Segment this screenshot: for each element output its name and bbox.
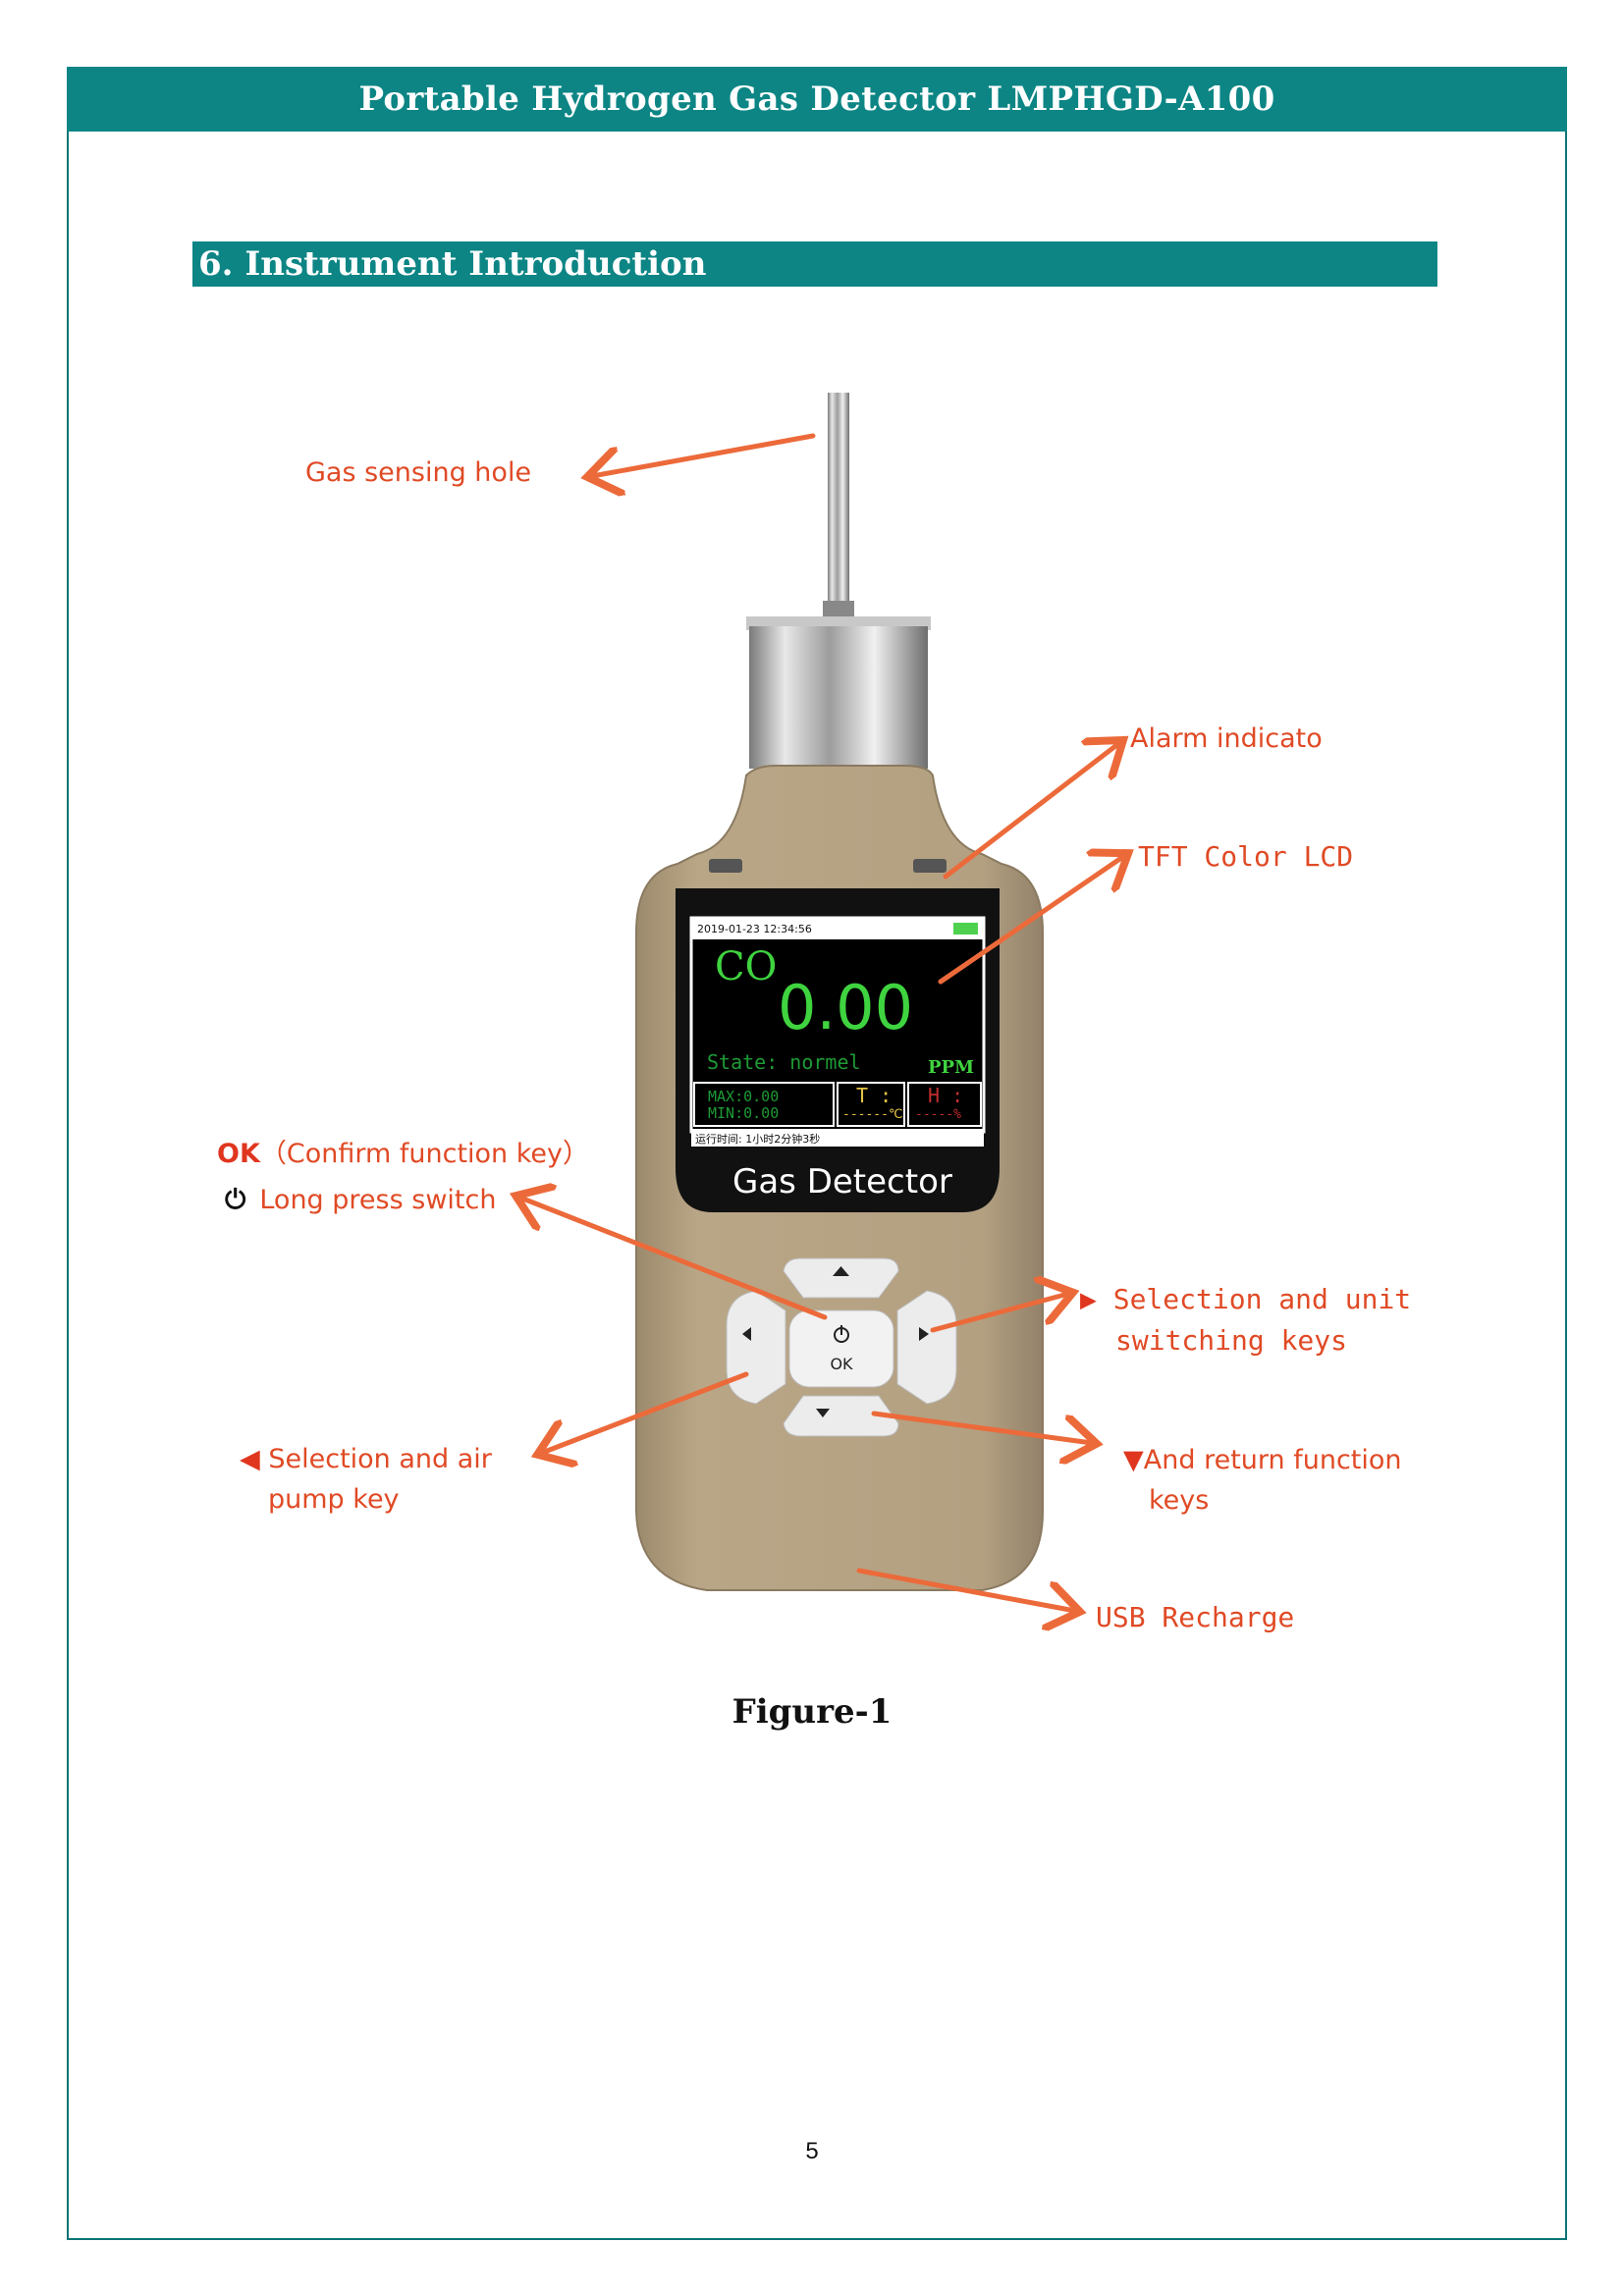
label-tft-lcd: TFT Color LCD	[1138, 840, 1354, 873]
screen-max: MAX:0.00	[708, 1088, 780, 1105]
section-title: 6. Instrument Introduction	[198, 244, 707, 284]
triangle-right-icon: ▶	[1080, 1283, 1097, 1315]
power-icon: ⏻	[225, 1185, 246, 1215]
device-brand: Gas Detector	[732, 1162, 952, 1201]
arrow-left-key	[542, 1371, 749, 1453]
screen-datetime: 2019-01-23 12:34:56	[697, 923, 812, 935]
page-number: 5	[805, 2138, 819, 2164]
screen-unit: PPM	[928, 1057, 974, 1078]
power-text: Long press switch	[259, 1185, 497, 1215]
right-key-line1: Selection and unit	[1112, 1283, 1412, 1315]
page-frame	[67, 67, 1567, 2240]
ok-key-prefix: OK	[217, 1139, 260, 1169]
screen-temp-label: T :	[856, 1084, 893, 1107]
label-alarm-indicator: Alarm indicato	[1130, 723, 1323, 754]
arrow-lcd	[938, 856, 1124, 985]
down-key-line1: And return function	[1143, 1445, 1402, 1475]
label-power-switch: ⏻ Long press switch	[225, 1181, 496, 1221]
screen-humid-label: H :	[928, 1084, 964, 1107]
arrow-down-key	[871, 1411, 1092, 1443]
gas-probe	[746, 393, 931, 769]
svg-text:OK: OK	[830, 1355, 853, 1373]
screen-gas: CO	[715, 944, 778, 989]
screen-reading: 0.00	[778, 972, 914, 1043]
left-key-line2: pump key	[268, 1483, 400, 1515]
section-heading: 6. Instrument Introduction	[192, 241, 1437, 287]
screen-state: State: normel	[707, 1050, 861, 1074]
screen-runtime: 运行时间: 1小时2分钟3秒	[695, 1133, 821, 1146]
callout-arrows	[520, 433, 1124, 1611]
label-usb: USB Recharge	[1096, 1601, 1295, 1633]
triangle-left-icon: ◀	[240, 1444, 260, 1474]
arrow-usb	[856, 1568, 1075, 1611]
arrow-right-key	[930, 1294, 1068, 1333]
figure-caption: Figure-1	[731, 1692, 893, 1732]
keypad: OK	[726, 1257, 957, 1437]
arrow-alarm	[943, 743, 1119, 880]
down-key-line2: keys	[1149, 1484, 1210, 1516]
left-key-line1: Selection and air	[268, 1444, 492, 1474]
device-body	[635, 765, 1044, 1591]
screen-temp-value: ------℃	[842, 1107, 903, 1122]
label-left-key: ◀ Selection and air pump key	[240, 1440, 492, 1520]
label-gas-sensing-hole: Gas sensing hole	[305, 457, 532, 488]
arrow-ok	[520, 1198, 828, 1320]
screen-humid-value: -----%	[915, 1107, 961, 1122]
label-right-key: ▶ Selection and unit switching keys	[1080, 1279, 1411, 1362]
document-header: Portable Hydrogen Gas Detector LMPHGD-A1…	[67, 67, 1567, 132]
ok-key-text: （Confirm function key）	[259, 1139, 590, 1169]
label-down-key: ▼And return function keys	[1123, 1441, 1402, 1521]
header-title: Portable Hydrogen Gas Detector LMPHGD-A1…	[358, 80, 1275, 119]
triangle-down-icon: ▼	[1123, 1445, 1144, 1475]
right-key-line2: switching keys	[1115, 1324, 1348, 1357]
label-ok-key: OK（Confirm function key）	[217, 1135, 589, 1175]
screen-min: MIN:0.00	[708, 1104, 780, 1122]
arrow-gas-hole	[592, 433, 816, 476]
